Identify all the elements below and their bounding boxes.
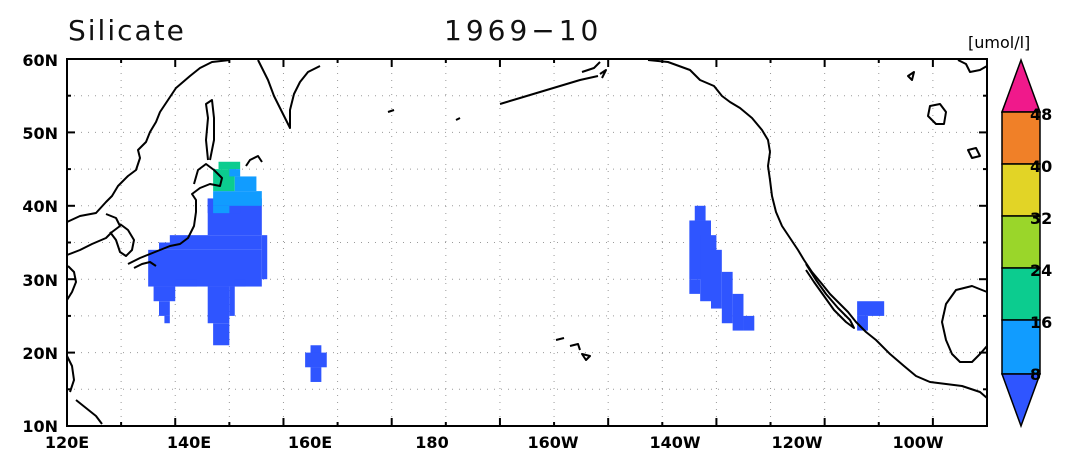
y-axis-labels: 10N 20N 30N 40N 50N 60N	[22, 51, 58, 436]
x-tick-label: 160E	[288, 433, 332, 452]
silicate-cell	[305, 352, 327, 368]
colorbar-segment	[1001, 267, 1041, 321]
colorbar-segment	[1001, 215, 1041, 269]
silicate-cell	[159, 301, 170, 316]
silicate-cell	[721, 271, 733, 324]
x-tick-label: 120W	[771, 433, 822, 452]
silicate-cell	[711, 249, 722, 309]
silicate-cell	[164, 315, 170, 324]
x-tick-label: 140E	[167, 433, 211, 452]
silicate-cell	[732, 293, 744, 331]
coastlines	[66, 59, 988, 425]
silicate-cell	[218, 161, 241, 170]
silicate-field	[148, 161, 885, 382]
y-tick-label: 10N	[22, 417, 58, 436]
silicate-cell	[261, 235, 268, 280]
colorbar	[1000, 57, 1042, 429]
colorbar-label: 32	[1030, 209, 1052, 228]
silicate-cell	[694, 205, 706, 221]
y-tick-label: 60N	[22, 51, 58, 70]
y-tick-label: 40N	[22, 197, 58, 216]
date-title: 1969−10	[444, 14, 603, 47]
colorbar-bottom-triangle	[1000, 373, 1042, 429]
silicate-cell	[159, 242, 262, 250]
x-tick-label: 180	[415, 433, 448, 452]
y-tick-label: 30N	[22, 271, 58, 290]
silicate-cell	[229, 169, 241, 177]
y-tick-label: 50N	[22, 124, 58, 143]
silicate-cell	[743, 315, 755, 331]
colorbar-labels: 8 16 24 32 40 48	[1030, 105, 1052, 384]
silicate-cell	[234, 176, 257, 192]
colorbar-label: 16	[1030, 313, 1052, 332]
silicate-cell	[207, 286, 230, 324]
colorbar-segment	[1001, 111, 1041, 165]
colorbar-label: 8	[1030, 365, 1041, 384]
silicate-cell	[229, 286, 235, 316]
colorbar-segment	[1001, 319, 1041, 375]
silicate-cell	[689, 279, 701, 294]
silicate-cell	[310, 367, 322, 382]
variable-title: Silicate	[68, 14, 186, 47]
silicate-cell	[169, 235, 262, 243]
x-tick-label: 120E	[45, 433, 89, 452]
silicate-cell	[213, 323, 230, 346]
x-axis-labels: 120E 140E 160E 180 160W 140W 120W 100W	[45, 433, 944, 452]
silicate-cell	[213, 205, 230, 214]
x-tick-label: 100W	[892, 433, 943, 452]
silicate-cell	[213, 191, 262, 206]
silicate-cell	[857, 315, 868, 331]
axis-ticks	[66, 58, 988, 427]
x-tick-label: 140W	[649, 433, 700, 452]
colorbar-label: 24	[1030, 261, 1052, 280]
silicate-cell	[175, 279, 197, 287]
silicate-cell	[857, 301, 885, 316]
silicate-cell	[153, 286, 176, 302]
x-tick-label: 160W	[527, 433, 578, 452]
colorbar-label: 48	[1030, 105, 1052, 124]
silicate-cell	[234, 279, 246, 287]
colorbar-label: 40	[1030, 157, 1052, 176]
y-tick-label: 20N	[22, 344, 58, 363]
units-label: [umol/l]	[968, 33, 1030, 52]
